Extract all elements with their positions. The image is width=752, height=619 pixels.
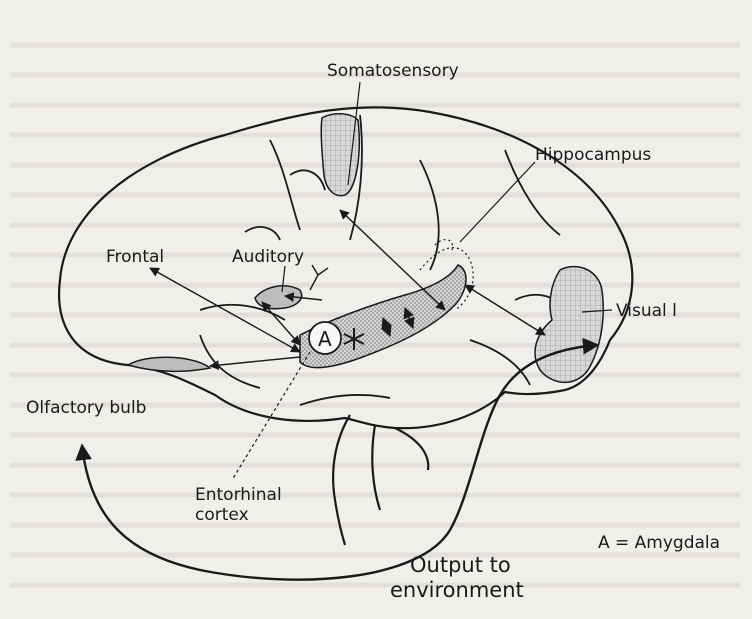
arrow-visual xyxy=(465,285,545,335)
label-frontal: Frontal xyxy=(106,247,164,267)
label-output-1: Output to xyxy=(410,553,511,577)
somatosensory-region xyxy=(321,114,359,196)
legend-amygdala: A = Amygdala xyxy=(598,533,720,553)
label-hippocampus: Hippocampus xyxy=(535,145,651,165)
output-arrow xyxy=(82,345,598,580)
label-output-2: environment xyxy=(390,578,524,602)
label-olfactory-bulb: Olfactory bulb xyxy=(26,398,146,418)
label-entorhinal: Entorhinal xyxy=(195,485,282,505)
amygdala-marker: A xyxy=(318,327,332,351)
arrow-frontal xyxy=(150,268,300,352)
label-cortex: cortex xyxy=(195,505,249,525)
label-auditory: Auditory xyxy=(232,247,304,267)
label-visual: Visual l xyxy=(616,301,677,321)
arrow-olfactory xyxy=(210,357,300,366)
olfactory-bulb-shape xyxy=(128,357,210,371)
label-somatosensory: Somatosensory xyxy=(327,61,459,81)
